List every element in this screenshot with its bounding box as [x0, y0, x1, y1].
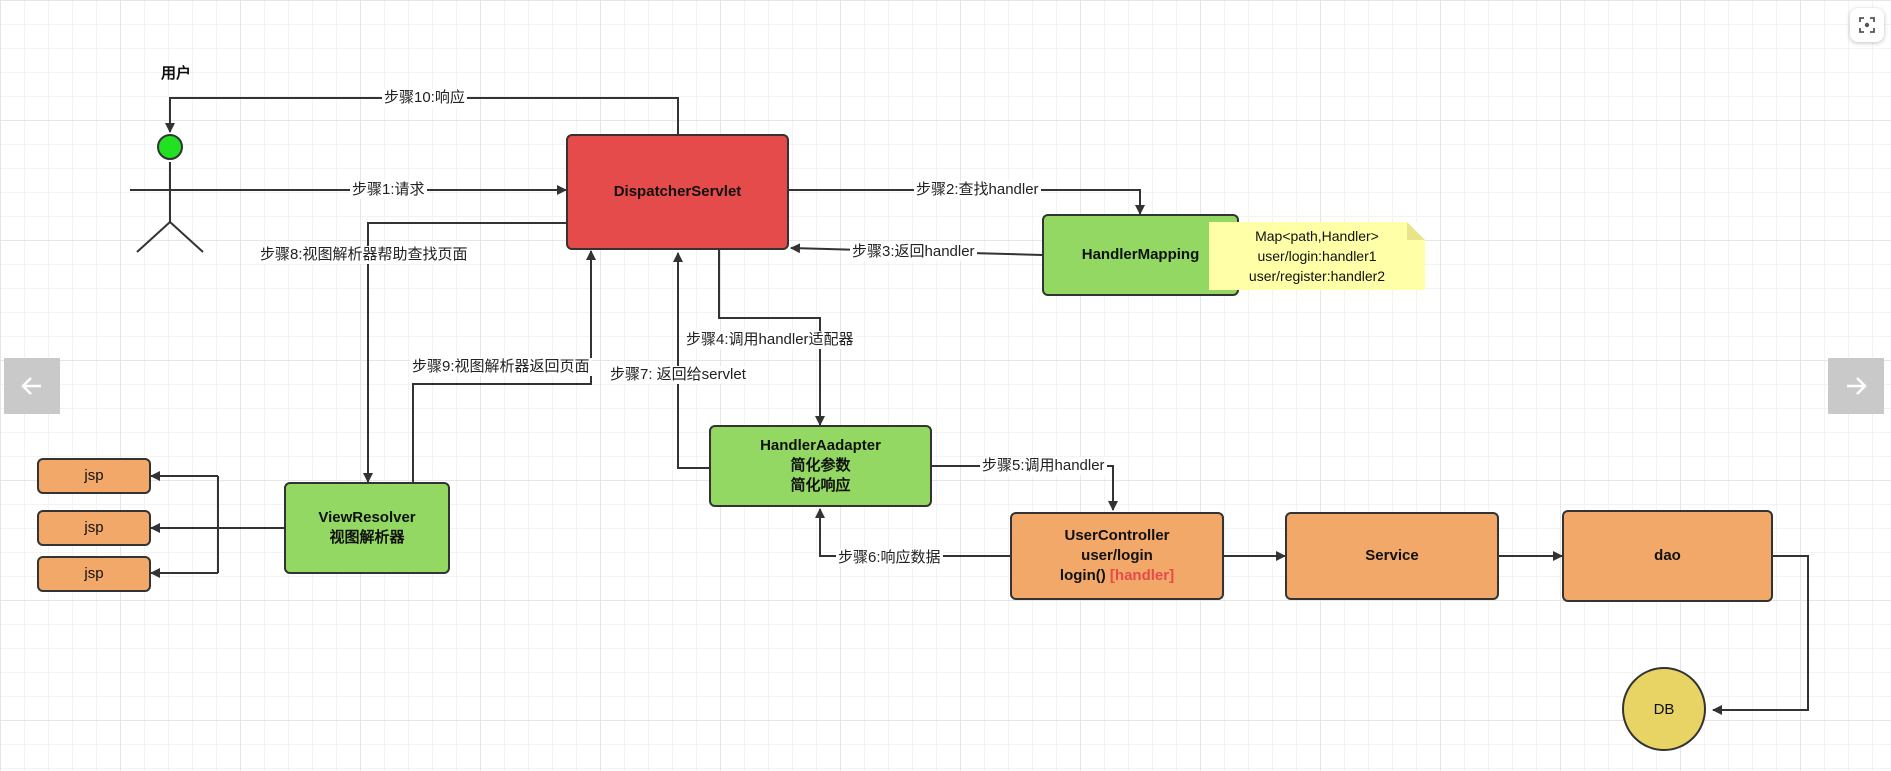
- view-resolver-node[interactable]: ViewResolver 视图解析器: [284, 482, 450, 574]
- handler-map-note: Map<path,Handler> user/login:handler1 us…: [1209, 222, 1425, 290]
- user-controller-title: UserController: [1064, 526, 1170, 544]
- actor-leg-left: [136, 221, 171, 253]
- step4-label: 步骤4:调用handler适配器: [684, 331, 856, 349]
- handler-adapter-line3: 简化响应: [790, 477, 851, 495]
- handler-adapter-title: HandlerAadapter: [760, 436, 881, 454]
- handler-mapping-label: HandlerMapping: [1081, 245, 1200, 263]
- service-label: Service: [1365, 546, 1419, 564]
- dao-node[interactable]: dao: [1562, 510, 1773, 602]
- actor-head: [157, 134, 183, 160]
- service-node[interactable]: Service: [1285, 512, 1499, 600]
- dao-label: dao: [1654, 546, 1681, 564]
- db-node[interactable]: DB: [1622, 667, 1706, 751]
- step3-label: 步骤3:返回handler: [850, 243, 977, 261]
- handler-adapter-line2: 简化参数: [790, 456, 851, 474]
- step1-label: 步骤1:请求: [350, 181, 427, 199]
- prev-button[interactable]: [4, 358, 60, 414]
- handler-mapping-node[interactable]: HandlerMapping: [1042, 214, 1239, 296]
- view-resolver-title: ViewResolver: [318, 508, 416, 526]
- jsp-node-1[interactable]: jsp: [37, 458, 151, 494]
- edge-step8: [363, 222, 566, 483]
- user-controller-method: login(): [1059, 567, 1106, 585]
- actor-label: 用户: [161, 65, 192, 82]
- edge-dao-db: [1712, 555, 1809, 715]
- step6-label: 步骤6:响应数据: [836, 549, 943, 567]
- edge-step2: [789, 189, 1145, 215]
- view-resolver-line2: 视图解析器: [329, 529, 405, 546]
- handler-highlight: [handler]: [1109, 567, 1175, 585]
- arrow-left-icon: [21, 377, 41, 395]
- note-line-2: user/login:handler1: [1257, 247, 1377, 264]
- note-fold-corner: [1407, 222, 1425, 240]
- user-controller-method-row: login() [handler]: [1060, 566, 1174, 586]
- arrow-right-icon: [1847, 377, 1867, 395]
- step9-label: 步骤9:视图解析器返回页面: [410, 358, 592, 376]
- fullscreen-button[interactable]: [1850, 8, 1884, 42]
- step7-label: 步骤7: 返回给servlet: [608, 366, 748, 384]
- dispatcher-servlet-node[interactable]: DispatcherServlet: [566, 134, 789, 250]
- note-line-3: user/register:handler2: [1248, 268, 1386, 285]
- fullscreen-icon: [1859, 17, 1875, 33]
- db-label: DB: [1653, 700, 1675, 718]
- edge-step9: [412, 250, 596, 482]
- step2-label: 步骤2:查找handler: [914, 181, 1041, 199]
- jsp-label-2: jsp: [84, 518, 104, 536]
- step10-label: 步骤10:响应: [382, 89, 467, 107]
- edge-step4: [718, 250, 825, 426]
- step8-label: 步骤8:视图解析器帮助查找页面: [258, 246, 470, 264]
- note-line-1: Map<path,Handler>: [1255, 227, 1379, 244]
- handler-adapter-node[interactable]: HandlerAadapter 简化参数 简化响应: [709, 425, 932, 507]
- step5-label: 步骤5:调用handler: [980, 457, 1107, 475]
- user-controller-node[interactable]: UserController user/login login() [handl…: [1010, 512, 1224, 600]
- dispatcher-servlet-label: DispatcherServlet: [613, 182, 742, 200]
- edge-step6: [815, 508, 1010, 557]
- user-controller-path: user/login: [1081, 546, 1153, 564]
- actor-leg-right: [169, 221, 204, 253]
- jsp-node-3[interactable]: jsp: [37, 556, 151, 592]
- jsp-label-1: jsp: [84, 466, 104, 484]
- edge-step7: [673, 252, 709, 469]
- jsp-node-2[interactable]: jsp: [37, 510, 151, 546]
- next-button[interactable]: [1828, 358, 1884, 414]
- jsp-label-3: jsp: [84, 564, 104, 582]
